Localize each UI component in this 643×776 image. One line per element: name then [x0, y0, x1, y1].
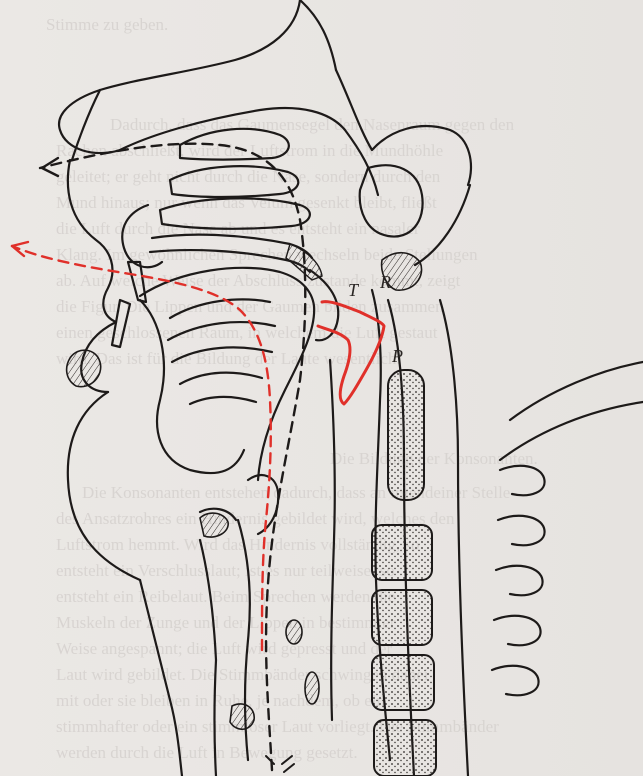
vertebra-2 — [372, 525, 432, 580]
spinous-process-3 — [496, 566, 543, 595]
spine-back — [440, 300, 468, 776]
neck-front — [140, 580, 182, 776]
hyoid-bone — [200, 513, 228, 537]
spinous-process-2 — [498, 516, 545, 545]
vertebra-3 — [372, 590, 432, 645]
spinous-process-4 — [494, 616, 541, 645]
thyroid-cartilage — [200, 540, 216, 660]
turbinate-lower — [160, 198, 310, 228]
nasal-vestibule — [122, 205, 162, 267]
nasal-airflow-path — [40, 144, 305, 770]
spinous-process-1 — [500, 466, 545, 495]
turbinate-middle — [170, 166, 298, 197]
cricoid-nodule — [305, 672, 319, 704]
skull-base — [336, 70, 471, 185]
pharynx-anterior-wall — [330, 360, 335, 720]
tongue-fibers-1 — [170, 299, 270, 318]
neck-back — [510, 362, 643, 420]
lower-lip-muscle — [67, 350, 101, 387]
tongue-fibers-3 — [172, 347, 272, 362]
vertebra-5 — [374, 720, 436, 776]
red-velum-contour — [318, 302, 384, 404]
frontal-sinus-line — [300, 0, 336, 70]
chin — [68, 392, 140, 580]
label-t: T — [348, 280, 360, 300]
thyroid-nodule — [286, 620, 302, 644]
upper-lip — [68, 160, 116, 322]
spinous-process-5 — [492, 666, 539, 695]
tongue-fibers-5 — [190, 397, 256, 404]
nasal-airflow-arrowhead — [42, 158, 58, 176]
airflow-tail-feather — [266, 756, 294, 772]
nasal-cavity-roof — [120, 108, 378, 195]
vertebra-1 — [388, 370, 424, 500]
tongue-fibers-4 — [180, 373, 262, 384]
vertebra-4 — [372, 655, 434, 710]
label-p: P — [391, 346, 403, 366]
mandible — [140, 300, 244, 473]
lower-cartilage — [230, 704, 254, 729]
label-r: R — [379, 272, 391, 292]
sphenoid-sinus — [360, 165, 423, 236]
trachea-front — [215, 660, 217, 776]
